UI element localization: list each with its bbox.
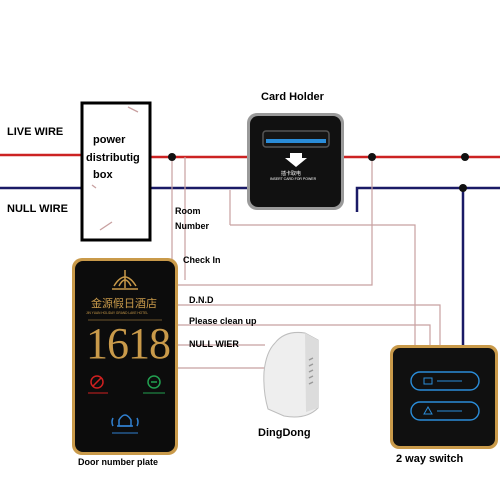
room-number-label-line2: Number [175,221,210,231]
dingdong-doorbell [263,332,319,418]
dnd-label: D.N.D [189,295,214,305]
null-wire-line [0,186,500,345]
card-holder-label: Card Holder [261,91,324,103]
power-box-scribbles [91,106,139,231]
card-holder-en-text: INSERT CARD FOR POWER [270,177,317,181]
card-holder-cn-text: 插卡取电 [281,171,302,177]
door-number-plate-label: Door number plate [78,457,159,467]
live-wire-label: LIVE WIRE [7,126,64,138]
switch-button-bottom [410,401,480,421]
dnd-icon [90,375,104,389]
room-number-display: 1618 [86,319,171,368]
power-box-label-line3: box [93,169,113,181]
door-number-plate [72,258,178,455]
bell-icon [111,414,139,427]
please-clean-up-label: Please clean up [189,316,257,326]
dingdong-label: DingDong [258,427,311,439]
hotel-name-cn: 金源假日酒店 [91,297,157,310]
card-holder-device [247,113,344,210]
two-way-switch-device [390,345,498,449]
speaker-grille-icon [308,357,314,385]
power-distribution-box [80,101,152,242]
power-box-label-line2: distributig [86,152,140,164]
clean-up-icon [147,375,161,389]
null-wire-label: NULL WIRE [7,203,68,215]
room-number-label-line1: Room [175,206,201,216]
null-wier-label: NULL WIER [189,339,239,349]
two-way-switch-label: 2 way switch [396,453,464,465]
signal-wires [140,157,441,369]
hotel-name-en: JIN YUAN HOLIDAY GRAND LAKE HOTEL [86,311,148,315]
power-box-label-line1: power [93,134,126,146]
switch-button-top [410,371,480,391]
check-in-label: Check In [183,255,221,265]
hotel-logo-icon [112,270,138,290]
